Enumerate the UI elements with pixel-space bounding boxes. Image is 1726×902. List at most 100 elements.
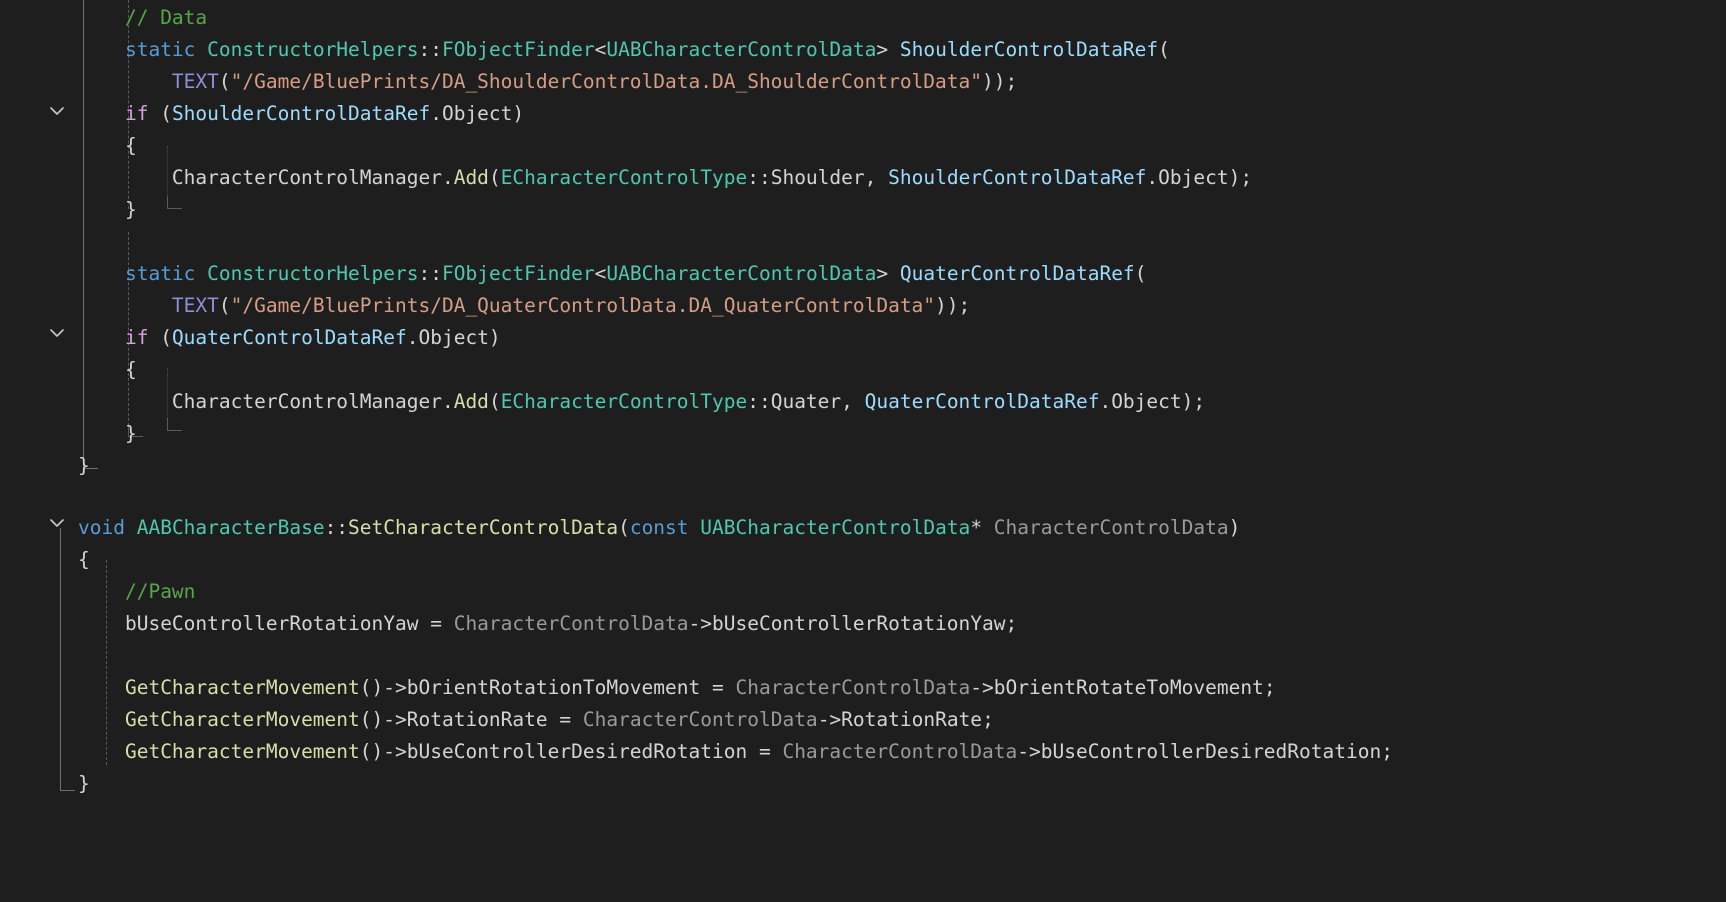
token: [78, 390, 172, 413]
token: ::: [418, 38, 442, 61]
token: =: [700, 676, 736, 699]
token: ::: [324, 516, 349, 539]
token: ConstructorHelpers: [207, 262, 419, 285]
token: void: [78, 516, 125, 539]
line-buse-controller-rotation-yaw[interactable]: bUseControllerRotationYaw = CharacterCon…: [0, 606, 1017, 641]
token: ::: [418, 262, 442, 285]
token: // Data: [124, 6, 208, 29]
token: ;: [982, 708, 994, 731]
token: FObjectFinder: [441, 262, 595, 285]
token: GetCharacterMovement: [124, 740, 360, 763]
token: ECharacterControlType: [500, 166, 748, 189]
token: =: [418, 612, 454, 635]
line-static-quater-finder[interactable]: static ConstructorHelpers::FObjectFinder…: [0, 256, 1146, 291]
token: [78, 612, 125, 635]
token: //Pawn: [124, 580, 196, 603]
line-blank-1[interactable]: [0, 224, 78, 259]
line-close-brace-func[interactable]: }: [0, 766, 90, 801]
token: ()->: [359, 708, 407, 731]
token: ConstructorHelpers: [207, 38, 419, 61]
guide-func-outer-endcap: [60, 778, 75, 791]
token: [78, 134, 125, 157]
guide-func-body: [106, 560, 107, 765]
token: [78, 676, 125, 699]
token: [195, 262, 207, 285]
fold-gutter[interactable]: [0, 0, 78, 902]
token: ): [1228, 516, 1241, 539]
token: SetCharacterControlData: [348, 516, 619, 539]
line-add-shoulder[interactable]: CharacterControlManager.Add(ECharacterCo…: [0, 160, 1252, 195]
token: QuaterControlDataRef: [171, 326, 407, 349]
token: ()->: [359, 740, 407, 763]
line-text-shoulder-path[interactable]: TEXT("/Game/BluePrints/DA_ShoulderContro…: [0, 64, 1017, 99]
line-if-shoulder[interactable]: if (ShoulderControlDataRef.Object): [0, 96, 524, 131]
token: {: [78, 548, 90, 571]
line-add-quater[interactable]: CharacterControlManager.Add(ECharacterCo…: [0, 384, 1205, 419]
token: .: [441, 390, 454, 413]
guide-ctor-outer-endcap: [83, 456, 98, 469]
guide-ctor-body2-endcap: [128, 424, 143, 437]
line-borient-rotation-to-movement[interactable]: GetCharacterMovement()->bOrientRotationT…: [0, 670, 1276, 705]
token: <: [594, 38, 607, 61]
token: RotationRate: [406, 708, 548, 731]
line-func-setcharactercontroldata[interactable]: void AABCharacterBase::SetCharacterContr…: [0, 510, 1240, 545]
guide-func-outer: [60, 528, 61, 790]
fold-function-setcharactercontroldata[interactable]: [46, 512, 68, 534]
token: (: [148, 326, 172, 349]
token: [78, 38, 125, 61]
line-blank-3[interactable]: [0, 638, 78, 673]
line-static-shoulder-finder[interactable]: static ConstructorHelpers::FObjectFinder…: [0, 32, 1170, 67]
line-close-brace-shoulder[interactable]: }: [0, 192, 137, 227]
token: ->: [1017, 740, 1041, 763]
token: ShoulderControlDataRef: [888, 166, 1147, 189]
token: [78, 422, 125, 445]
guide-if-quater: [167, 368, 168, 430]
guide-if-quater-endcap: [167, 418, 182, 431]
token: CharacterControlData: [735, 676, 971, 699]
guide-if-shoulder-endcap: [167, 196, 182, 209]
guide-ctor-body: [128, 0, 129, 209]
token: Add: [453, 390, 489, 413]
token: bUseControllerDesiredRotation: [406, 740, 748, 763]
token: {: [124, 358, 137, 381]
token: QuaterControlDataRef: [899, 262, 1135, 285]
token: [78, 358, 125, 381]
token: [78, 70, 172, 93]
token: (: [218, 294, 231, 317]
line-buse-controller-desired-rotation[interactable]: GetCharacterMovement()->bUseControllerDe…: [0, 734, 1393, 769]
token: [195, 38, 207, 61]
token: (: [218, 70, 231, 93]
token: ->: [688, 612, 712, 635]
line-if-quater[interactable]: if (QuaterControlDataRef.Object): [0, 320, 501, 355]
token: bUseControllerDesiredRotation: [1040, 740, 1382, 763]
token: }: [78, 772, 90, 795]
token: bOrientRotateToMovement: [993, 676, 1264, 699]
token: "/Game/BluePrints/DA_ShoulderControlData…: [230, 70, 982, 93]
token: [78, 262, 125, 285]
token: [78, 198, 125, 221]
fold-if-shoulder[interactable]: [46, 100, 68, 122]
token: (: [618, 516, 630, 539]
token: ShoulderControlDataRef: [899, 38, 1159, 61]
line-open-brace-func[interactable]: {: [0, 542, 90, 577]
token: AABCharacterBase: [136, 516, 325, 539]
token: TEXT: [171, 70, 219, 93]
line-rotation-rate[interactable]: GetCharacterMovement()->RotationRate = C…: [0, 702, 994, 737]
token: (: [1158, 38, 1170, 61]
token: [78, 294, 172, 317]
token: (: [148, 102, 172, 125]
token: ()->: [359, 676, 407, 699]
token: *: [970, 516, 994, 539]
line-comment-pawn[interactable]: //Pawn: [0, 574, 195, 609]
token: ));: [982, 70, 1018, 93]
line-open-brace-shoulder[interactable]: {: [0, 128, 137, 163]
line-text-quater-path[interactable]: TEXT("/Game/BluePrints/DA_QuaterControlD…: [0, 288, 970, 323]
token: CharacterControlData: [993, 516, 1229, 539]
line-comment-data[interactable]: // Data: [0, 0, 207, 35]
fold-if-quater[interactable]: [46, 322, 68, 344]
line-close-brace-ctor[interactable]: }: [0, 448, 90, 483]
line-close-brace-quater[interactable]: }: [0, 416, 137, 451]
line-open-brace-quater[interactable]: {: [0, 352, 137, 387]
